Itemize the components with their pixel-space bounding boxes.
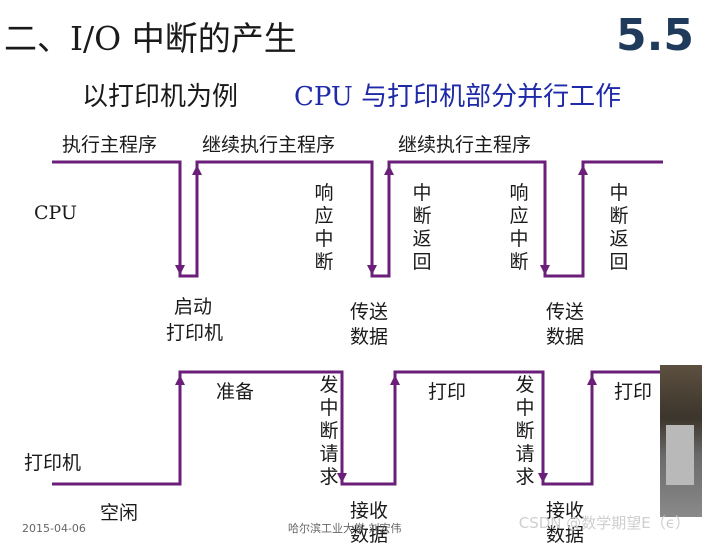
video-screen [666,425,694,485]
csdn-watermark: CSDN @数学期望E（ϵ） [518,514,690,532]
cpu-transfer-data-2-line1: 传送 [546,301,585,323]
printer-receive-data-2-line1: 接收 [546,500,585,522]
cpu-seg-main-program: 执行主程序 [62,134,158,156]
presenter-video-thumbnail [660,365,702,517]
cpu-start-printer-line2: 打印机 [166,322,224,344]
footer-author: 哈尔滨工业大学 刘宏伟 [288,522,402,535]
cpu-transfer-data-1-line1: 传送 [350,301,389,323]
printer-row-label: 打印机 [24,452,82,474]
page-title: 二、I/O 中断的产生 [4,19,297,58]
printer-receive-data-1-line1: 接收 [350,500,389,522]
subtitle-example: 以打印机为例 [82,82,239,112]
printer-idle: 空闲 [100,502,139,524]
cpu-interrupt-return-2: 中断返回 [609,182,629,273]
printer-print-2: 打印 [614,381,653,403]
cpu-interrupt-return-1: 中断返回 [412,182,432,273]
footer-date: 2015-04-06 [22,522,86,535]
cpu-row-label: CPU [34,202,78,224]
cpu-seg-continue-2: 继续执行主程序 [398,134,532,156]
printer-interrupt-request-2: 发中断请求 [515,374,535,488]
cpu-respond-interrupt-2: 响应中断 [509,182,529,273]
cpu-waveform [52,160,663,278]
printer-prepare: 准备 [216,381,255,403]
printer-interrupt-request-1: 发中断请求 [319,374,339,488]
section-number: 5.5 [616,10,694,61]
printer-print-1: 打印 [428,381,467,403]
cpu-start-printer-line1: 启动 [174,296,213,318]
cpu-seg-continue-1: 继续执行主程序 [202,134,336,156]
subtitle-parallel: CPU 与打印机部分并行工作 [294,82,622,112]
cpu-respond-interrupt-1: 响应中断 [314,182,334,273]
cpu-transfer-data-2-line2: 数据 [546,326,585,348]
cpu-transfer-data-1-line2: 数据 [350,326,389,348]
printer-waveform [52,370,663,486]
